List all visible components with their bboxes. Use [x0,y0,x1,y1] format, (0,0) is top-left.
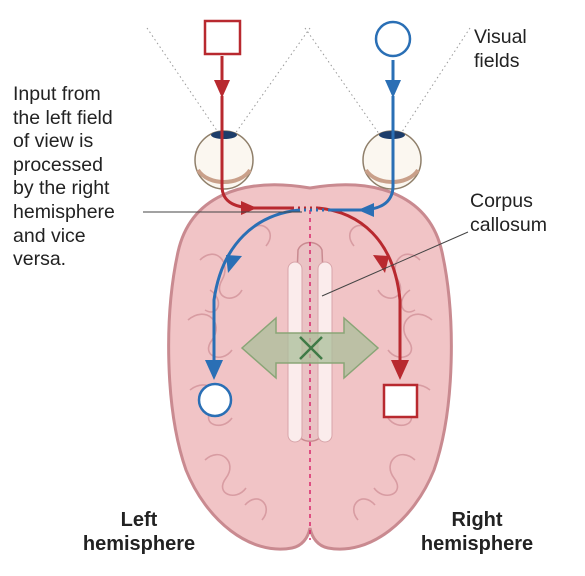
description-line-2: the left field [13,106,113,129]
blue-arrowhead-bottom [205,360,223,380]
corpus-callosum-leader-line [321,231,469,297]
visual-fields-label: Visual fields [474,26,527,73]
left-hemisphere-line-2: hemisphere [82,533,196,555]
corpus-callosum-line-1: Corpus [470,190,533,212]
right-hemisphere-line-1: Right [451,509,503,531]
left-hemisphere-line-1: Left [120,509,158,531]
corpus-callosum-label: Corpus callosum [470,190,547,237]
right-hemisphere-label: Right hemisphere [396,508,558,556]
description-line-3: of view is [13,130,94,153]
red-arrowhead-bottom [391,360,409,380]
red-arrowhead-top [214,80,230,98]
visual-field-lines [146,27,471,139]
interhemispheric-arrow [240,316,380,380]
brain [167,183,453,551]
corpus-callosum-line-2: callosum [470,213,547,236]
blue-arrowhead-top [385,80,401,98]
left-eye-icon [194,130,254,190]
x-mark-icon [299,336,323,360]
blue-arrowhead-mid [358,203,374,217]
right-hemisphere-line-2: hemisphere [420,533,534,555]
description-line-4: processed [13,153,103,176]
blue-arrowhead-brain [226,255,242,273]
description-line-8: versa. [13,248,67,271]
left-field-square-icon [203,19,242,56]
description-line-6: hemisphere [13,200,115,223]
description-line-7: and vice [13,224,86,247]
description-line-5: by the right [13,177,110,200]
left-hemisphere-label: Left hemisphere [58,508,220,556]
left-hemisphere-circle-icon [197,382,233,418]
visual-fields-line-1: Visual [474,26,527,48]
right-hemisphere-square-icon [382,383,419,419]
description-line-1: Input from [13,83,101,105]
right-field-circle-icon [374,20,412,58]
visual-fields-line-2: fields [474,49,520,72]
description-label: Input from the left field of view is pro… [13,83,115,272]
